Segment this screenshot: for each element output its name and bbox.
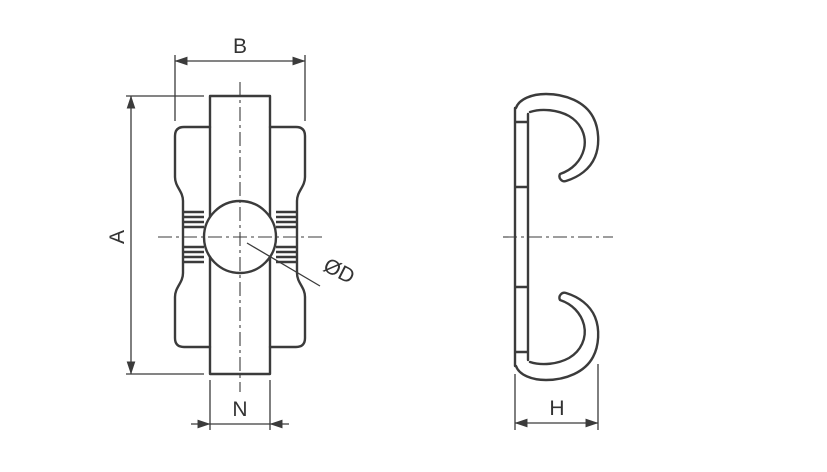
dim-b-extension-lines (174, 55, 306, 121)
dim-a-extension-lines (126, 95, 204, 375)
front-hole-circle (202, 199, 278, 275)
dimension-depth-H: H (514, 364, 599, 430)
front-left-serrations (184, 210, 204, 264)
dimension-strap-width-N: N (191, 380, 289, 430)
dimension-hole-diameter-D: ØD (246, 242, 359, 289)
side-strap-outline (513, 106, 530, 368)
side-view (503, 92, 613, 382)
side-bottom-arm-outline (514, 291, 600, 382)
side-top-arm-outline (514, 92, 600, 183)
dim-d-leader-line (246, 242, 321, 287)
front-right-serrations (276, 210, 296, 264)
front-strap-outline (208, 94, 272, 376)
dim-h-label: H (549, 397, 564, 420)
dim-n-label: N (232, 398, 247, 421)
dim-d-label: ØD (320, 254, 359, 289)
dimension-overall-width-B: B (174, 35, 306, 121)
front-view (158, 82, 322, 392)
dim-b-label: B (233, 35, 247, 58)
dimension-overall-height-A: A (106, 95, 204, 375)
dim-a-label: A (106, 230, 129, 244)
front-left-wing-outline (173, 125, 212, 349)
front-right-wing-outline (268, 125, 307, 349)
